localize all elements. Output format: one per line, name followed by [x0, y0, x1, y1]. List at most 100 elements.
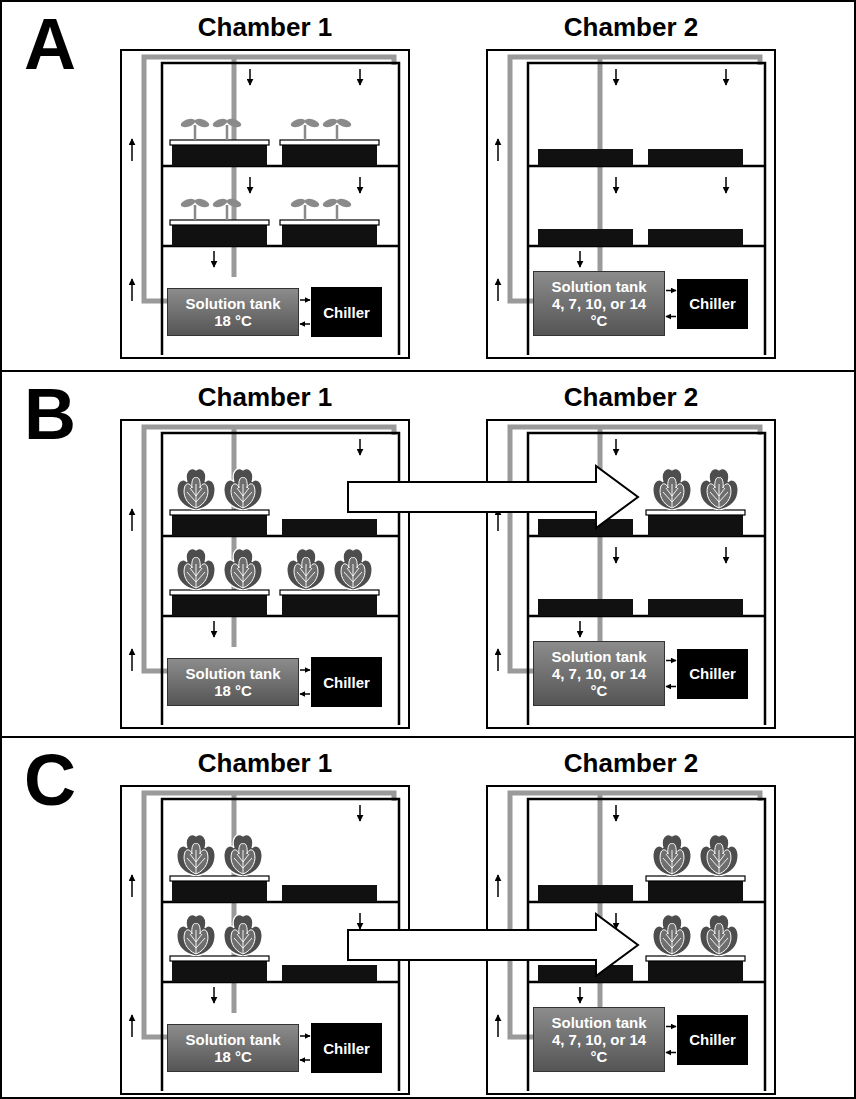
tray: [172, 515, 267, 536]
lettuce: [177, 469, 215, 510]
chiller-box: Chiller: [311, 1023, 382, 1073]
empty-tray: [648, 149, 743, 166]
flow-arrow: [615, 439, 617, 455]
tray: [172, 595, 267, 616]
chiller-label: Chiller: [689, 295, 736, 312]
tray: [648, 881, 743, 902]
chamber-heading-wrap: Chamber 2: [468, 747, 794, 779]
chamber-heading-wrap: Chamber 1: [102, 747, 428, 779]
chamber-heading-wrap: Chamber 2: [468, 381, 794, 413]
rack-frame: [162, 63, 399, 355]
flow-arrow: [725, 69, 727, 85]
flow-arrow: [131, 139, 133, 161]
flow-connector: [300, 693, 310, 695]
flow-arrow: [497, 649, 499, 671]
seedling: [180, 197, 210, 220]
plant-board: [646, 956, 745, 961]
flow-arrow: [131, 279, 133, 301]
flow-arrow: [359, 69, 361, 85]
lettuce: [177, 835, 215, 876]
plant-board: [280, 140, 379, 145]
flow-connector: [666, 1052, 676, 1054]
supply-pipe: [144, 57, 394, 301]
seedling: [212, 197, 242, 220]
rack-frame: [528, 63, 765, 355]
seedling: [212, 117, 242, 140]
chiller-label: Chiller: [689, 1031, 736, 1048]
plant-board: [646, 510, 745, 515]
tray: [282, 145, 377, 166]
flow-arrow: [497, 875, 499, 897]
transfer-arrow: [348, 466, 638, 528]
plant-board: [170, 510, 269, 515]
chiller-label: Chiller: [323, 304, 370, 321]
flow-arrow: [359, 805, 361, 821]
chiller-label: Chiller: [323, 1040, 370, 1057]
rack-frame: [162, 799, 399, 1091]
rack-frame: [528, 433, 765, 725]
solution-tank: Solution tank 4, 7, 10, or 14 °C: [533, 271, 665, 336]
panel-letter: C: [24, 740, 76, 820]
tray: [172, 225, 267, 246]
tray: [172, 881, 267, 902]
lettuce: [177, 549, 215, 590]
flow-connector: [300, 323, 310, 325]
tank-label: Solution tank 18 °C: [178, 665, 288, 699]
tray: [172, 961, 267, 982]
plant-board: [280, 590, 379, 595]
plant-board: [280, 220, 379, 225]
flow-arrow: [579, 251, 581, 267]
chamber-heading: Chamber 1: [198, 381, 332, 413]
flow-arrow: [131, 509, 133, 531]
tank-label: Solution tank 4, 7, 10, or 14 °C: [544, 278, 654, 329]
chamber-heading: Chamber 2: [564, 11, 698, 43]
growth-chamber: Chamber 2Solution tank 4, 7, 10, or 14 °…: [486, 419, 776, 729]
empty-tray: [648, 229, 743, 246]
supply-pipe: [510, 793, 760, 1037]
chamber-heading-wrap: Chamber 1: [102, 381, 428, 413]
solution-tank: Solution tank 18 °C: [167, 658, 299, 706]
plant-board: [646, 876, 745, 881]
tray: [282, 595, 377, 616]
flow-arrow: [725, 177, 727, 193]
flow-arrow: [131, 1015, 133, 1037]
supply-pipe: [510, 57, 760, 301]
plant-board: [170, 590, 269, 595]
empty-tray: [538, 229, 633, 246]
tray: [648, 961, 743, 982]
flow-arrow: [359, 439, 361, 455]
flow-arrow: [615, 547, 617, 563]
growth-chamber: Chamber 1Solution tank 18 °CChiller: [120, 49, 410, 359]
lettuce: [224, 549, 262, 590]
lettuce: [334, 549, 372, 590]
flow-arrow: [249, 177, 251, 193]
supply-pipe: [144, 793, 394, 1037]
supply-pipe: [144, 427, 394, 671]
flow-arrow: [615, 177, 617, 193]
lettuce: [653, 469, 691, 510]
flow-arrow: [615, 805, 617, 821]
rack-frame: [162, 433, 399, 725]
tray: [172, 145, 267, 166]
flow-arrow: [213, 621, 215, 637]
plant-board: [170, 140, 269, 145]
panel-box: C Chamber 1Solution tank 18 °CChiller Cham…: [0, 736, 856, 1099]
growth-chamber: Chamber 1Solution tank 18 °CChiller: [120, 785, 410, 1095]
flow-connector: [300, 299, 310, 301]
seedling: [322, 197, 352, 220]
seedling: [322, 117, 352, 140]
growth-chamber: Chamber 2Solution tank 4, 7, 10, or 14 °…: [486, 49, 776, 359]
rack-frame: [528, 799, 765, 1091]
plant-board: [170, 220, 269, 225]
panel-letter: B: [24, 374, 76, 454]
lettuce: [177, 915, 215, 956]
lettuce: [287, 549, 325, 590]
supply-pipe: [510, 427, 760, 671]
growth-chamber: Chamber 2Solution tank 4, 7, 10, or 14 °…: [486, 785, 776, 1095]
lettuce: [224, 915, 262, 956]
flow-connector: [300, 669, 310, 671]
panel-letter-wrap: B: [24, 374, 76, 454]
chiller-box: Chiller: [677, 649, 748, 699]
flow-arrow: [249, 69, 251, 85]
